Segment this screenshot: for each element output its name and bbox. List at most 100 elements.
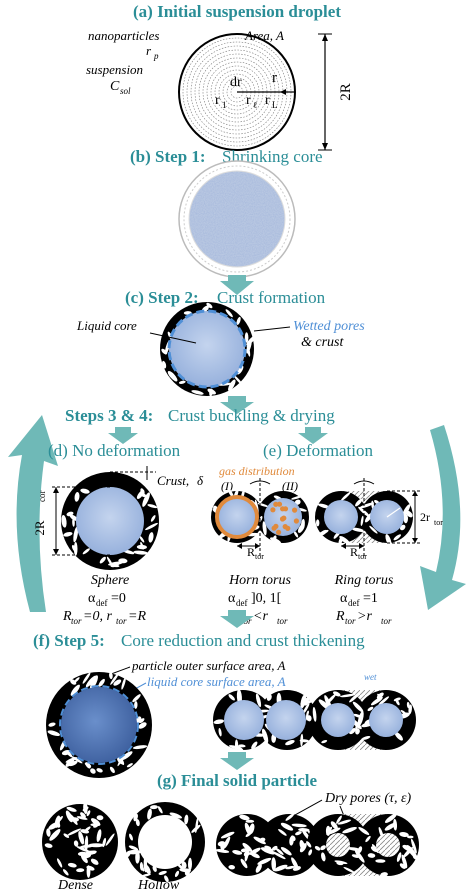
- crust-pore: [70, 684, 80, 696]
- label-outer-area: particle outer surface area, A: [131, 658, 286, 673]
- crust-pore: [340, 492, 351, 501]
- label-r1-sub: 1: [222, 100, 227, 110]
- title-a: (a) Initial suspension droplet: [133, 2, 341, 21]
- dry-pore: [128, 845, 139, 851]
- crust-pore: [349, 692, 360, 703]
- horn-torus-particle: [211, 478, 309, 558]
- crust-pore: [140, 492, 147, 498]
- crust-pore: [71, 545, 77, 553]
- gas-bubble: [270, 507, 276, 513]
- label-horn-alpha-sub: def: [236, 598, 248, 608]
- thick-crust-blobs: [47, 671, 148, 774]
- dry-pore: [240, 848, 248, 853]
- dry-pore: [343, 866, 356, 874]
- crust-pore: [65, 757, 78, 763]
- dry-pore: [272, 851, 286, 860]
- crust-pore: [48, 722, 56, 727]
- shrinking-core-droplet: [178, 160, 296, 278]
- dry-pore: [82, 853, 92, 859]
- label-area: Area, A: [244, 28, 284, 43]
- dry-pore: [306, 841, 312, 848]
- dry-pore: [67, 828, 82, 836]
- crust-pore: [113, 679, 122, 686]
- label-rl: r: [246, 93, 251, 108]
- label-horn-alpha-val: ]0, 1[: [251, 591, 282, 606]
- label-ring-alpha: α: [340, 591, 348, 606]
- label-alpha-d-val: =0: [111, 591, 126, 606]
- crust-pore: [355, 728, 360, 735]
- arrow-down-g: [220, 752, 254, 770]
- gas-bubble: [292, 507, 298, 513]
- crust-pore: [312, 707, 317, 722]
- dry-pore: [147, 808, 152, 820]
- crust-pore: [255, 693, 262, 708]
- crust-pore: [108, 561, 123, 566]
- dry-pore: [105, 833, 115, 846]
- crust-pore: [61, 514, 67, 528]
- label-liquid-area: liquid core surface area, A: [147, 674, 286, 689]
- horn-rtor-marker: [237, 543, 260, 549]
- crust-pore: [126, 763, 133, 768]
- crust-pore: [238, 744, 246, 748]
- dry-pore: [411, 838, 417, 854]
- crust-pore: [300, 694, 307, 709]
- crust-pore: [378, 696, 390, 706]
- crust-pore: [367, 706, 374, 712]
- dry-pore: [67, 862, 77, 868]
- crust-pore: [300, 518, 305, 530]
- dry-pore: [330, 821, 338, 830]
- crust-pore: [96, 768, 103, 773]
- dry-pore: [285, 865, 295, 870]
- pointer-liquid-core: [149, 332, 197, 344]
- label-dense: Dense: [57, 878, 93, 892]
- crust-pore: [142, 492, 150, 507]
- gas-bubble: [280, 506, 286, 512]
- rcor-marker: [52, 486, 110, 556]
- crust-pore: [206, 302, 213, 309]
- label-2rtor: 2r: [420, 510, 430, 524]
- crust-pore: [395, 699, 400, 706]
- crust-pore: [351, 527, 365, 532]
- dry-pore: [179, 868, 192, 873]
- gas-bubble: [285, 525, 291, 532]
- crust-pore: [359, 502, 375, 509]
- dry-pore: [96, 815, 104, 821]
- core-reduction-ring: [306, 690, 416, 750]
- dry-pore: [125, 850, 131, 858]
- dry-pore: [275, 847, 284, 856]
- dry-pore: [143, 863, 151, 875]
- dry-pore: [84, 826, 91, 832]
- ring-rtor-marker: [341, 490, 420, 549]
- crust-pore: [69, 514, 79, 521]
- label-liquid-area-sup: wet: [364, 672, 377, 682]
- gas-bubble: [293, 518, 299, 524]
- crust-pore: [147, 504, 158, 509]
- dry-pore: [86, 810, 91, 817]
- dry-pore: [228, 864, 235, 870]
- dry-pore: [56, 858, 63, 868]
- dry-pore: [141, 873, 151, 877]
- crust-pore: [138, 722, 147, 729]
- title-b-prefix: (b) Step 1:: [130, 147, 206, 166]
- label-rel-d-sub2: tor: [116, 616, 127, 626]
- crust-pore: [191, 390, 204, 395]
- dry-pore: [407, 835, 414, 839]
- dense-particle: [42, 801, 118, 880]
- crust-pore: [352, 701, 364, 713]
- dry-pore: [401, 854, 408, 869]
- dry-pore: [96, 829, 102, 842]
- dry-pore: [290, 835, 296, 841]
- gas-bubble: [276, 529, 282, 535]
- dry-pore: [298, 828, 310, 832]
- crust-pore: [333, 691, 341, 697]
- crust-pore: [162, 360, 167, 369]
- label-horn-alpha: α: [228, 591, 236, 606]
- dry-pore: [181, 861, 187, 869]
- crust-pore: [132, 745, 148, 750]
- dry-pore: [346, 847, 361, 851]
- dry-pore: [384, 813, 397, 824]
- dry-pore: [63, 833, 70, 838]
- dry-pore: [399, 863, 406, 869]
- dry-pore: [375, 859, 386, 863]
- crust-pore: [299, 739, 309, 743]
